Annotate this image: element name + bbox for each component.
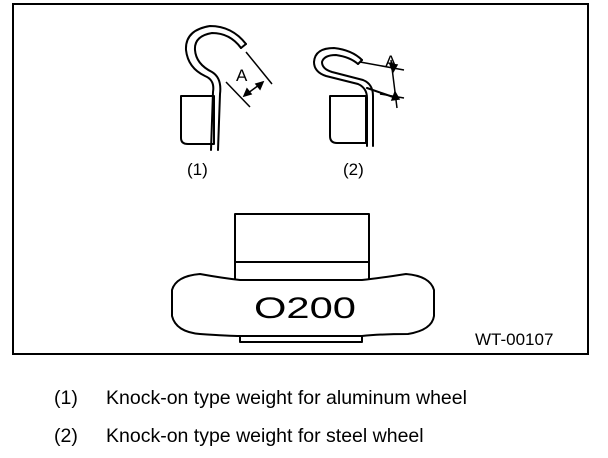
callout-item-2: (2) — [343, 160, 364, 179]
aluminum-dimension-a — [225, 51, 273, 108]
legend-item-2-text: Knock-on type weight for steel wheel — [106, 425, 424, 447]
steel-wheel-weight-drawing — [313, 47, 397, 147]
legend-item-2-number: (2) — [54, 425, 78, 447]
figure-frame — [12, 3, 589, 355]
steel-weight-body — [329, 95, 367, 144]
figure-code: WT-00107 — [475, 330, 553, 349]
legend-item-1-text: Knock-on type weight for aluminum wheel — [106, 387, 467, 409]
weight-rim — [239, 336, 363, 343]
weight-front-view — [171, 213, 435, 343]
weight-body — [171, 273, 435, 337]
legend-item-1: (1) Knock-on type weight for aluminum whe… — [54, 387, 467, 409]
legend-item-1-number: (1) — [54, 387, 78, 409]
legend-item-2: (2) Knock-on type weight for steel wheel — [54, 425, 424, 447]
steel-clip-outer — [313, 47, 368, 147]
clip-plate — [234, 213, 370, 283]
aluminum-clip-outer — [184, 25, 247, 151]
steel-dimension-a-label: A — [385, 52, 397, 71]
aluminum-weight-body — [180, 95, 215, 145]
aluminum-clip-inner — [193, 32, 242, 151]
aluminum-dimension-a-label: A — [236, 66, 248, 85]
weight-marking: O200 — [254, 292, 356, 325]
callout-item-1: (1) — [187, 160, 208, 179]
steel-clip-inner — [321, 54, 374, 147]
aluminum-wheel-weight-drawing — [180, 25, 247, 151]
steel-dimension-a — [359, 59, 405, 109]
